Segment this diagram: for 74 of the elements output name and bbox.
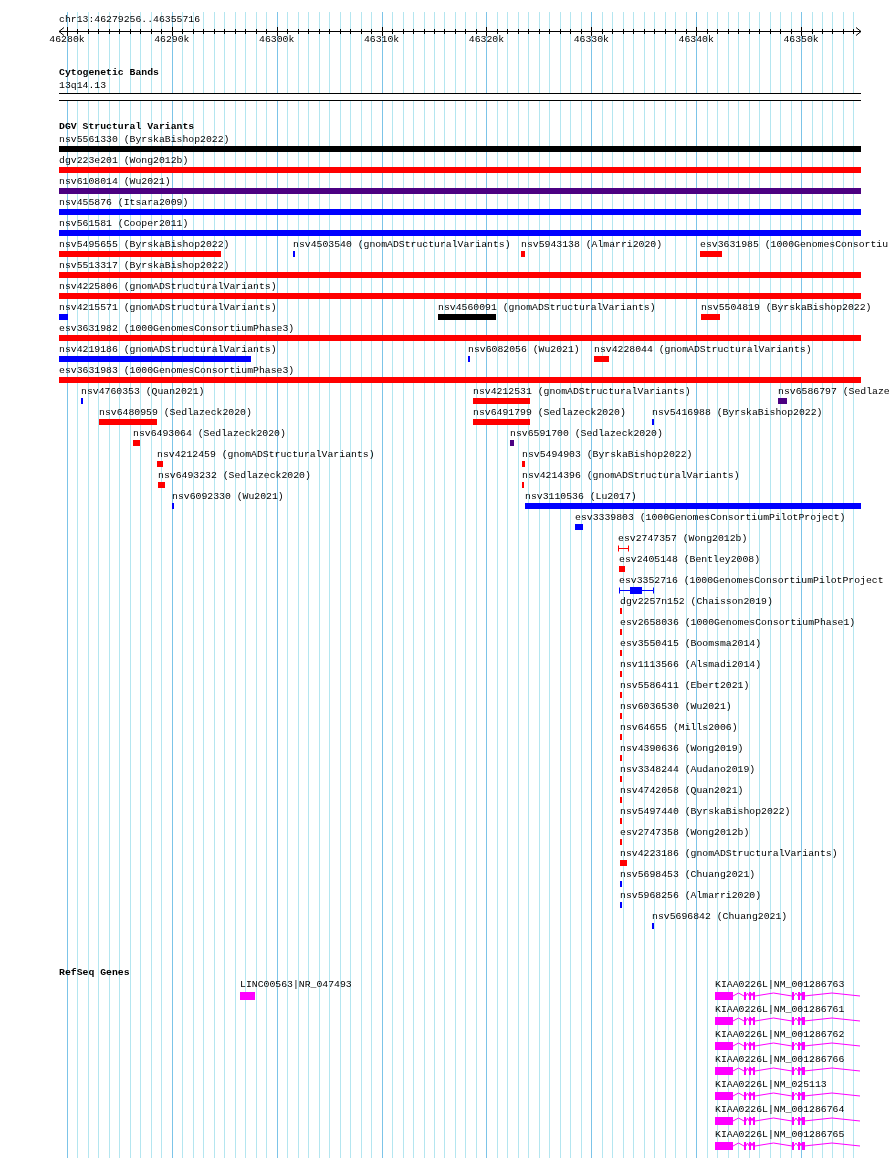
variant-label: esv3339803 (1000GenomesConsortiumPilotProject) (575, 512, 846, 524)
variant-label: nsv6491799 (Sedlazeck2020) (473, 407, 626, 419)
variant-label: nsv4219186 (gnomADStructuralVariants) (59, 344, 277, 356)
variant-label: nsv561581 (Cooper2011) (59, 218, 190, 230)
ruler-tick-label: 46350k (783, 34, 819, 46)
variant-label: esv2747358 (Wong2012b) (620, 827, 750, 839)
gene-label: KIAA0226L|NM_001286765 (715, 1129, 846, 1141)
gene-label: KIAA0226L|NM_001286763 (715, 979, 846, 991)
variant-label: nsv6092330 (Wu2021) (172, 491, 284, 503)
variant-label: nsv4503540 (gnomADStructuralVariants) (293, 239, 511, 251)
variant-label: esv2405148 (Bentley2008) (619, 554, 761, 566)
variant-label: nsv455876 (Itsara2009) (59, 197, 190, 209)
variant-label: nsv3348244 (Audano2019) (620, 764, 756, 776)
gene-label: KIAA0226L|NM_001286766 (715, 1054, 846, 1066)
ruler-tick-label: 46280k (49, 34, 85, 46)
variant-label: nsv4560091 (gnomADStructuralVariants) (438, 302, 656, 314)
variant-label: esv3352716 (1000GenomesConsortiumPilotProject (619, 575, 884, 587)
variant-label: nsv5586411 (Ebert2021) (620, 680, 750, 692)
ruler-tick-label: 46320k (468, 34, 505, 46)
region-label: chr13:46279256..46355716 (59, 14, 201, 26)
track-heading: RefSeq Genes (59, 967, 130, 979)
variant-label: nsv4212459 (gnomADStructuralVariants) (157, 449, 375, 461)
variant-label: nsv4390636 (Wong2019) (620, 743, 744, 755)
variant-label: nsv4214396 (gnomADStructuralVariants) (522, 470, 740, 482)
variant-label: nsv5495655 (ByrskaBishop2022) (59, 239, 230, 251)
variant-label: nsv5696842 (Chuang2021) (652, 911, 788, 923)
variant-label: nsv5943138 (Almarri2020) (521, 239, 663, 251)
variant-label: nsv5504819 (ByrskaBishop2022) (701, 302, 872, 314)
variant-label: nsv5416988 (ByrskaBishop2022) (652, 407, 823, 419)
ruler-tick-label: 46330k (573, 34, 609, 46)
variant-label: nsv6082056 (Wu2021) (468, 344, 580, 356)
variant-label: nsv4742058 (Quan2021) (620, 785, 744, 797)
gene-label: KIAA0226L|NM_001286764 (715, 1104, 846, 1116)
ruler-tick-label: 46340k (678, 34, 714, 46)
ruler-tick-label: 46300k (259, 34, 295, 46)
variant-label: nsv6480959 (Sedlazeck2020) (99, 407, 252, 419)
variant-label: nsv4760353 (Quan2021) (81, 386, 205, 398)
variant-label: nsv5513317 (ByrskaBishop2022) (59, 260, 231, 272)
variant-label: esv3631985 (1000GenomesConsortiu (700, 239, 889, 251)
gene-label: KIAA0226L|NM_001286762 (715, 1029, 846, 1041)
variant-label: dgv223e201 (Wong2012b) (59, 155, 190, 167)
variant-label: nsv4228044 (gnomADStructuralVariants) (594, 344, 812, 356)
variant-label: nsv4223186 (gnomADStructuralVariants) (620, 848, 838, 860)
variant-label: nsv6493064 (Sedlazeck2020) (133, 428, 286, 440)
variant-label: nsv6586797 (Sedlaze (778, 386, 890, 398)
variant-label: nsv5494903 (ByrskaBishop2022) (522, 449, 693, 461)
variant-label: nsv5698453 (Chuang2021) (620, 869, 756, 881)
band-label: 13q14.13 (59, 80, 108, 92)
variant-label: nsv1113566 (Alsmadi2014) (620, 659, 762, 671)
gene-label: LINC00563|NR_047493 (240, 979, 352, 991)
track-heading: Cytogenetic Bands (59, 67, 159, 79)
variant-label: esv3631982 (1000GenomesConsortiumPhase3) (59, 323, 296, 335)
variant-label: nsv5497440 (ByrskaBishop2022) (620, 806, 791, 818)
variant-label: esv2658036 (1000GenomesConsortiumPhase1) (620, 617, 856, 629)
variant-label: nsv6493232 (Sedlazeck2020) (158, 470, 311, 482)
variant-label: nsv4225806 (gnomADStructuralVariants) (59, 281, 278, 293)
variant-label: esv3631983 (1000GenomesConsortiumPhase3) (59, 365, 296, 377)
variant-label: nsv6108014 (Wu2021) (59, 176, 172, 188)
gene-label: KIAA0226L|NM_025113 (715, 1079, 828, 1091)
variant-label: nsv6036530 (Wu2021) (620, 701, 732, 713)
ruler-tick-label: 46310k (363, 34, 400, 46)
variant-label: nsv4212531 (gnomADStructuralVariants) (473, 386, 691, 398)
variant-label: nsv5968256 (Almarri2020) (620, 890, 762, 902)
variant-label: esv2747357 (Wong2012b) (618, 533, 748, 545)
variant-label: nsv64655 (Mills2006) (620, 722, 738, 734)
variant-label: nsv5561330 (ByrskaBishop2022) (59, 134, 231, 146)
variant-label: dgv2257n152 (Chaisson2019) (620, 596, 773, 608)
variant-label: esv3550415 (Boomsma2014) (620, 638, 762, 650)
track-heading: DGV Structural Variants (59, 121, 195, 133)
ruler-tick-label: 46290k (154, 34, 190, 46)
variant-label: nsv3110536 (Lu2017) (525, 491, 638, 503)
variant-label: nsv6591700 (Sedlazeck2020) (510, 428, 663, 440)
gene-label: KIAA0226L|NM_001286761 (715, 1004, 846, 1016)
variant-label: nsv4215571 (gnomADStructuralVariants) (59, 302, 277, 314)
